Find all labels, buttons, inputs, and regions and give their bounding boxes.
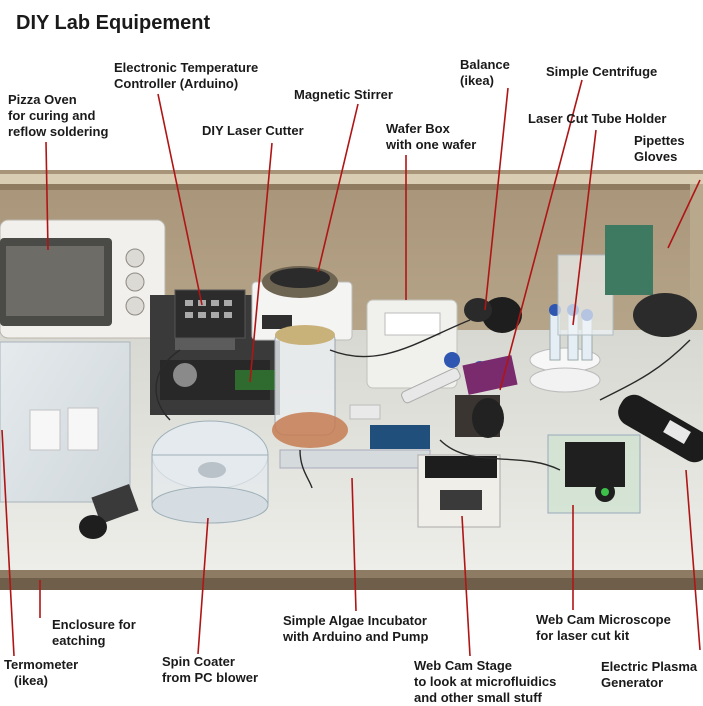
temperature-controller [174, 289, 246, 339]
label-magnetic-stirrer: Magnetic Stirrer [294, 87, 393, 102]
label-tube-holder: Laser Cut Tube Holder [528, 111, 667, 126]
pizza-oven [0, 219, 166, 339]
label-termometer: Termometer(ikea) [4, 657, 79, 688]
label-laser-cutter: DIY Laser Cutter [202, 123, 304, 138]
label-balance: Balance(ikea) [460, 57, 510, 88]
enclosure [0, 341, 139, 539]
lab-bench-photo [0, 170, 703, 590]
wafer-box [366, 299, 458, 389]
balance [455, 355, 518, 438]
webcam-stage [417, 454, 501, 528]
page-title: DIY Lab Equipement [16, 12, 211, 34]
plasma-generator [618, 394, 703, 463]
algae-incubator [272, 325, 431, 469]
spin-coater [151, 420, 269, 524]
webcam-microscope [547, 434, 641, 514]
label-centrifuge: Simple Centrifuge [546, 64, 658, 79]
